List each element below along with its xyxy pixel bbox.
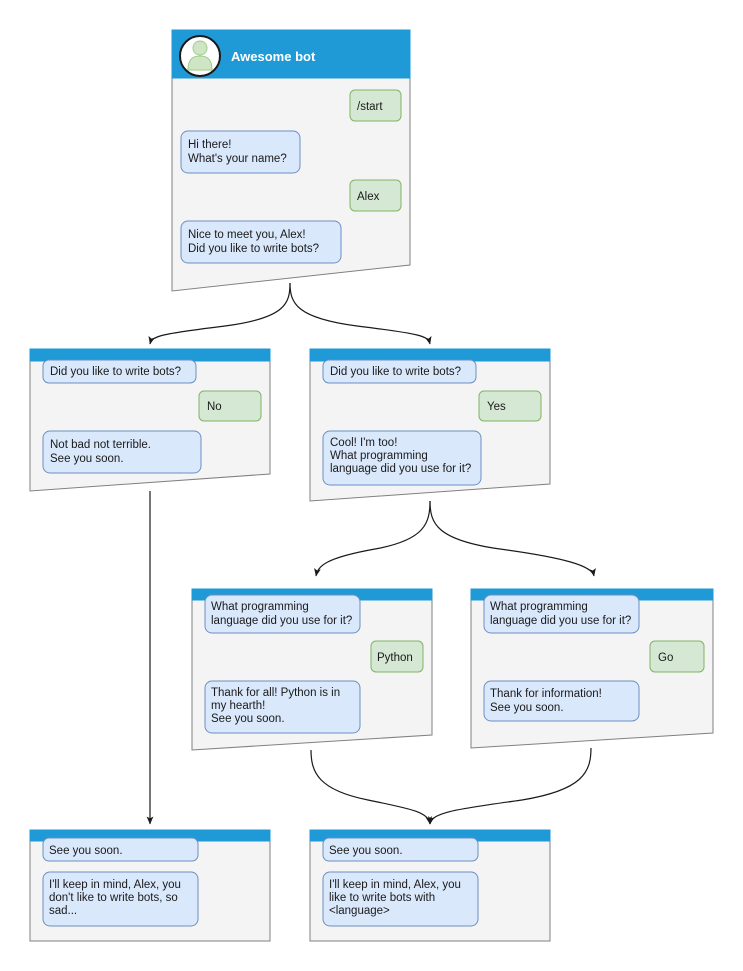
- bubble-bot: [322, 871, 479, 927]
- bubble-line: See you soon.: [211, 713, 285, 725]
- bubble-line: don't like to write bots, so: [49, 892, 178, 904]
- bubble-user: [198, 390, 262, 422]
- bubble-line: Not bad not terrible.: [50, 439, 151, 451]
- connector-python-to-end-happy: [310, 749, 433, 825]
- card-end-sad[interactable]: See you soon. I'll keep in mind, Alex, y…: [29, 829, 271, 942]
- bubble-bot: [42, 871, 199, 927]
- bubble-bot: [180, 130, 301, 174]
- bubble-bot: [42, 359, 197, 384]
- bubble-line: Go: [658, 652, 673, 664]
- bubble-line: See you soon.: [490, 702, 564, 714]
- card-end-happy[interactable]: See you soon. I'll keep in mind, Alex, y…: [309, 829, 551, 942]
- bubble-line: Did you like to write bots?: [188, 243, 319, 255]
- connector-go-to-end-happy: [427, 747, 592, 825]
- bubble-user: [649, 640, 705, 673]
- connectors-layer: [146, 282, 596, 825]
- bubble-bot: [322, 359, 477, 384]
- bubble-line: Did you like to write bots?: [330, 366, 461, 378]
- bubble-bot: [483, 680, 640, 722]
- bubble-line: Hi there!: [188, 139, 231, 151]
- bubble-bot: [42, 837, 199, 862]
- bubble-line: No: [207, 401, 222, 413]
- bubble-line: Cool! I'm too!: [330, 437, 397, 449]
- bubble-line: Nice to meet you, Alex!: [188, 229, 306, 241]
- card-start-title: Awesome bot: [231, 49, 316, 64]
- bubble-bot: [204, 594, 361, 634]
- bubble-line: What's your name?: [188, 153, 287, 165]
- bubble-bot: [322, 430, 482, 486]
- bubble-line: See you soon.: [49, 845, 123, 857]
- bubble-line: language did you use for it?: [330, 463, 471, 475]
- bubble-user: [478, 390, 542, 422]
- bubble-line: What programming: [330, 450, 428, 462]
- bubble-line: Alex: [357, 191, 380, 203]
- bubble-line: I'll keep in mind, Alex, you: [49, 879, 181, 891]
- connector-start-to-no: [148, 282, 291, 345]
- bubble-line: Did you like to write bots?: [50, 366, 181, 378]
- card-start[interactable]: Awesome bot /start Hi there! What's your…: [171, 29, 411, 292]
- bubble-line: What programming: [490, 601, 588, 613]
- connector-start-to-yes: [289, 282, 432, 345]
- bubble-line: Thank for information!: [490, 688, 602, 700]
- bubble-bot: [483, 594, 640, 634]
- card-go[interactable]: What programming language did you use fo…: [470, 588, 714, 749]
- bubble-line: What programming: [211, 601, 309, 613]
- bubble-bot: [204, 680, 361, 734]
- bubble-bot: [180, 220, 342, 264]
- card-yes[interactable]: Did you like to write bots? Yes Cool! I'…: [309, 348, 551, 502]
- bubble-line: I'll keep in mind, Alex, you: [329, 879, 461, 891]
- bubble-line: sad...: [49, 905, 77, 917]
- bubble-line: Python: [377, 652, 413, 664]
- bubble-line: /start: [357, 101, 383, 113]
- bubble-line: Yes: [487, 401, 506, 413]
- bubble-line: See you soon.: [329, 845, 403, 857]
- bubble-user: [349, 179, 402, 212]
- bubble-bot: [42, 430, 202, 474]
- bubble-line: See you soon.: [50, 453, 124, 465]
- card-python[interactable]: What programming language did you use fo…: [191, 588, 433, 751]
- bubble-user: [370, 640, 424, 673]
- bubble-line: language did you use for it?: [490, 615, 631, 627]
- bubble-line: Thank for all! Python is in: [211, 687, 340, 699]
- bubble-line: like to write bots with: [329, 892, 435, 904]
- card-no[interactable]: Did you like to write bots? No Not bad n…: [29, 348, 271, 492]
- bubble-line: <language>: [329, 905, 390, 917]
- avatar: [179, 35, 221, 77]
- bubble-user: [349, 89, 402, 122]
- card-yes-header: [309, 348, 551, 362]
- bubble-line: language did you use for it?: [211, 615, 352, 627]
- connector-yes-to-go: [429, 500, 596, 577]
- bubble-bot: [322, 837, 479, 862]
- connector-yes-to-python: [314, 500, 431, 577]
- bubble-line: my hearth!: [211, 700, 265, 712]
- card-no-header: [29, 348, 271, 362]
